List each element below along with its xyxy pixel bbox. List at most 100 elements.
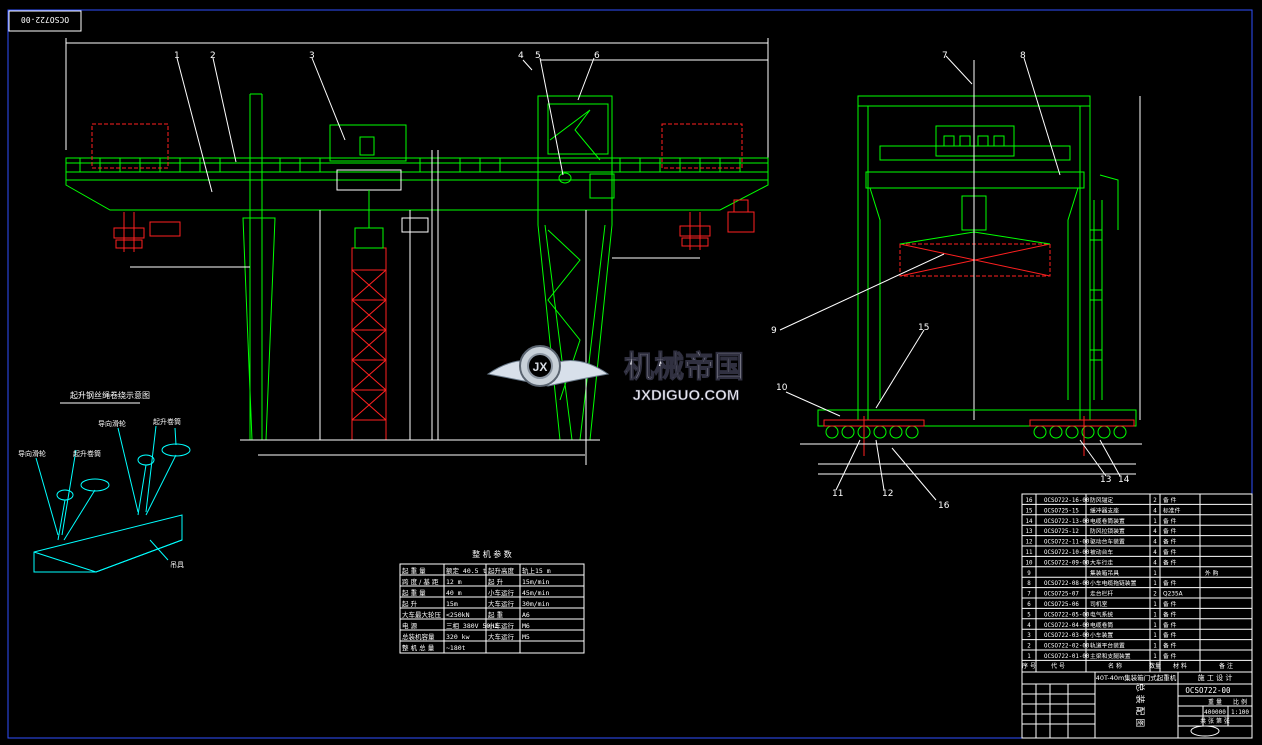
params-cell: 小车运行 [488, 588, 515, 597]
callout-11: 11 [832, 489, 843, 499]
bom-cell: 1 [1153, 581, 1157, 587]
bom-cell: 电气系统 [1090, 610, 1113, 618]
bom-cell: 备 件 [1163, 652, 1177, 660]
callout-16: 16 [938, 501, 950, 511]
bom-cell: 备 件 [1163, 610, 1177, 618]
bom-cell: 备 件 [1163, 496, 1177, 504]
callout-6: 6 [594, 51, 600, 61]
bom-cell: 轨道平台装置 [1090, 642, 1125, 650]
bom-cell: OCSO722-03-00 [1044, 633, 1090, 639]
trolley [329, 124, 407, 162]
bom-cell: 1 [1153, 654, 1157, 660]
spreader-block [33, 514, 183, 573]
title-scale-label: 比 例 [1233, 698, 1247, 706]
bom-cell: OCSO725-07 [1044, 592, 1079, 598]
params-cell: A6 [522, 611, 530, 619]
params-cell: 小车运行 [488, 621, 515, 630]
params-cell: 15m [446, 600, 458, 608]
bom-cell: 15 [1026, 508, 1033, 514]
bom-cell: OCSO725-15 [1044, 508, 1079, 514]
params-cell: 起 升 [488, 577, 504, 586]
bom-cell: 小车装置 [1090, 631, 1113, 639]
right-bogies [1033, 425, 1127, 439]
bom-header-cell: 名 称 [1108, 662, 1122, 670]
bom-cell: 大车行走 [1090, 558, 1113, 566]
params-cell: 跨 度 / 基 距 [402, 577, 439, 586]
bom-cell: 备 件 [1163, 631, 1177, 639]
bom-cell: 缓冲器支座 [1090, 506, 1119, 514]
left-outrigger [113, 212, 181, 252]
bom-cell: OCSO722-05-00 [1044, 612, 1090, 618]
callout-2: 2 [210, 51, 216, 61]
bom-cell: 备 件 [1163, 538, 1177, 546]
bom-cell: 4 [1153, 560, 1157, 566]
title-company: 施 工 设 计 [1198, 673, 1233, 682]
watermark-logo: JX [486, 345, 610, 387]
bom-cell: OCSO722-04-00 [1044, 623, 1090, 629]
bom-cell: 3 [1027, 633, 1031, 639]
bom-cell: 16 [1026, 498, 1033, 504]
bom-cell: 1 [1153, 623, 1157, 629]
bom-cell: 1 [1153, 602, 1157, 608]
drawing-number-box [8, 10, 82, 32]
title-project: 40T-40m集装箱门式起重机 [1096, 673, 1177, 682]
bom-cell: 备 件 [1163, 548, 1177, 556]
title-drawing-name: 总 装 配 图 [1134, 683, 1146, 728]
params-cell: 大车运行 [488, 599, 515, 608]
detail-label-spreader: 吊具 [170, 561, 184, 569]
bom-cell: 1 [1153, 571, 1157, 577]
params-cell: 15m/min [522, 578, 549, 586]
params-cell: 三相 380V 50Hz [446, 621, 498, 630]
params-cell: 40 m [446, 589, 462, 597]
params-cell: 轨上15 m [522, 566, 551, 575]
bom-cell: 13 [1026, 529, 1033, 535]
detail-label-hoist-drum-1: 起升卷筒 [73, 449, 101, 458]
bom-header-cell: 序 号 [1022, 662, 1036, 670]
detail-label-hoist-drum-2: 起升卷筒 [153, 417, 181, 426]
params-cell: 大车最大轮压 [402, 610, 442, 619]
params-cell: 起 重 量 [402, 589, 426, 597]
callout-14: 14 [1118, 475, 1130, 485]
svg-text:JX: JX [533, 360, 548, 374]
bom-cell: 备 件 [1163, 527, 1177, 535]
bom-cell: OCSO722-01-00 [1044, 654, 1090, 660]
girder-rail-ticks [79, 158, 741, 172]
watermark-cn: 机械帝国 [624, 350, 744, 385]
bom-cell: 备 件 [1163, 579, 1177, 587]
bom-cell: 4 [1153, 540, 1157, 546]
front-elevation [65, 38, 769, 465]
bom-cell: 1 [1153, 519, 1157, 525]
watermark-en: JXDIGUO.COM [633, 387, 740, 404]
bom-header-cell: 代 号 [1051, 662, 1065, 670]
bom-cell: 防风锚定 [1090, 496, 1113, 504]
bom-cell: 4 [1153, 529, 1157, 535]
title-drawing-no: OCSO722-00 [1185, 686, 1231, 695]
bom-header-cell: 备 注 [1219, 662, 1233, 670]
drawing-frame [7, 9, 1253, 739]
params-cell: 320 kw [446, 633, 470, 641]
bom-cell: 4 [1153, 550, 1157, 556]
bom-cell: Q235A [1163, 592, 1183, 598]
params-cell: 额定 40.5 t [446, 566, 486, 575]
callout-1: 1 [174, 51, 180, 61]
bom-cell: 主梁和支腿装置 [1090, 652, 1131, 660]
right-outrigger [679, 199, 755, 250]
detail-label-guide-sheave-1: 导向滑轮 [18, 449, 46, 458]
bom-cell: 6 [1027, 602, 1031, 608]
main-girder [65, 157, 769, 211]
callout-8: 8 [1020, 51, 1026, 61]
bom-cell: 1 [1153, 644, 1157, 650]
params-cell: ~180t [446, 644, 466, 652]
params-table [399, 563, 585, 654]
params-cell: M5 [522, 633, 530, 641]
trolley-left-position [91, 123, 169, 169]
bom-header: 序 号代 号名 称数量材 料备 注 [1022, 662, 1233, 670]
drawing-number-rotated: OCSO722-00 [21, 15, 69, 24]
callout-13: 13 [1100, 475, 1111, 485]
detail-label-guide-sheave-2: 导向滑轮 [98, 419, 126, 428]
callout-12: 12 [882, 489, 893, 499]
trolley-side [935, 125, 1015, 157]
params-cell: 电 源 [402, 621, 418, 630]
